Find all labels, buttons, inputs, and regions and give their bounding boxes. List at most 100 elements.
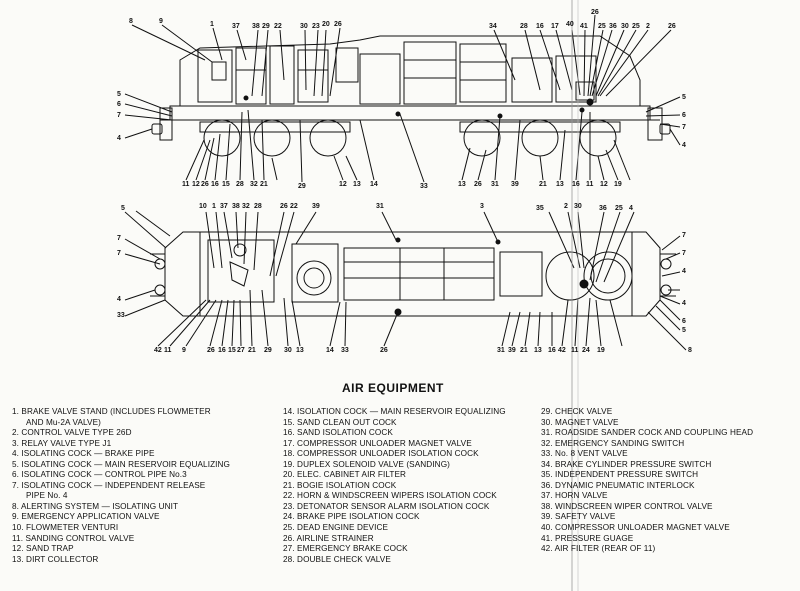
callout-number: 28 [254,203,262,210]
callout-number: 30 [574,203,582,210]
callout-number: 5 [117,91,121,98]
callout-number: 11 [571,347,579,354]
callout-number: 21 [539,181,547,188]
callout-number: 38 [232,203,240,210]
callout-number: 21 [260,181,268,188]
legend-item: 35. INDEPENDENT PRESSURE SWITCH [541,470,699,480]
legend-item: PIPE No. 4 [26,491,68,501]
callout-number: 36 [599,205,607,212]
legend-item: 1. BRAKE VALVE STAND (INCLUDES FLOWMETER [12,407,211,416]
callout-number: 37 [232,23,240,30]
callout-number: 33 [341,347,349,354]
callout-number: 2 [564,203,568,210]
callout-number: 7 [682,250,686,257]
plan-outline [164,231,661,317]
callout-number: 39 [312,203,320,210]
callout-number: 34 [489,23,497,30]
legend-item: 31. ROADSIDE SANDER COCK AND COUPLING HE… [541,428,754,438]
wheel [253,119,291,157]
callout-number: 30 [300,23,308,30]
callout-number: 16 [218,347,226,354]
legend-item: 27. EMERGENCY BRAKE COCK [283,544,408,554]
legend-item: 23. DETONATOR SENSOR ALARM ISOLATION COC… [283,501,490,511]
legend-item: 17. COMPRESSOR UNLOADER MAGNET VALVE [283,438,472,448]
callout-number: 7 [117,112,121,119]
callout-number: 19 [597,347,605,354]
callout-number: 26 [201,181,209,188]
callout-number: 13 [556,181,564,188]
legend-item: 21. BOGIE ISOLATION COCK [283,480,397,490]
legend-item: 22. HORN & WINDSCREEN WIPERS ISOLATION C… [283,491,497,501]
wheel [309,119,347,157]
callout-number: 6 [117,101,121,108]
callout-number: 7 [682,232,686,239]
legend-item: 30. MAGNET VALVE [541,417,619,427]
callout-number: 31 [376,203,384,210]
legend-item: 33. No. 8 VENT VALVE [541,449,628,459]
callout-number: 10 [199,203,207,210]
callout-number: 42 [558,347,566,354]
callout-number: 5 [682,94,686,101]
callout-number: 4 [117,296,121,303]
legend-item: 24. BRAKE PIPE ISOLATION COCK [283,512,420,522]
fan-left [545,251,595,301]
callout-number: 42 [154,347,162,354]
callout-number: 5 [682,327,686,334]
callout-number: 7 [117,235,121,242]
callout-number: 26 [380,347,388,354]
callout-number: 6 [682,318,686,325]
wheel [203,119,241,157]
callout-number: 12 [192,181,200,188]
callout-number: 12 [339,181,347,188]
legend-item: 5. ISOLATING COCK — MAIN RESERVOIR EQUAL… [12,459,231,469]
callout-number: 29 [262,23,270,30]
callout-number: 38 [252,23,260,30]
callout-number: 23 [312,23,320,30]
callout-number: 32 [250,181,258,188]
callout-number: 28 [520,23,528,30]
callout-number: 39 [508,347,516,354]
callout-number: 32 [242,203,250,210]
legend-item: 42. AIR FILTER (REAR OF 11) [541,544,656,554]
callout-number: 1 [212,203,216,210]
callout-number: 27 [237,347,245,354]
legend-item: 38. WINDSCREEN WIPER CONTROL VALVE [541,501,713,511]
legend-item: 8. ALERTING SYSTEM — ISOLATING UNIT [12,501,179,511]
callout-number: 16 [548,347,556,354]
callout-number: 25 [615,205,623,212]
callout-number: 7 [682,124,686,131]
side-elevation [124,14,681,183]
legend-item: 2. CONTROL VALVE TYPE 26D [12,428,132,438]
callout-number: 20 [322,21,330,28]
callout-number: 25 [632,23,640,30]
callout-number: 9 [182,347,186,354]
legend-item: 16. SAND ISOLATION COCK [283,428,393,438]
callout-number: 22 [274,23,282,30]
legend-item: 36. DYNAMIC PNEUMATIC INTERLOCK [541,480,695,490]
legend-item: 29. CHECK VALVE [541,407,613,416]
callout-number: 4 [682,142,686,149]
callout-number: 26 [334,21,342,28]
callout-number: 30 [621,23,629,30]
legend-item: AND Mu-2A VALVE) [26,417,102,427]
legend-title: AIR EQUIPMENT [342,381,444,395]
callout-number: 26 [591,9,599,16]
callout-number: 41 [580,23,588,30]
legend-item: 13. DIRT COLLECTOR [12,554,99,564]
wheel [579,119,617,157]
wheel [521,119,559,157]
callout-number: 12 [600,181,608,188]
legend-item: 25. DEAD ENGINE DEVICE [283,523,389,533]
legend-item: 28. DOUBLE CHECK VALVE [283,554,391,564]
callout-number: 11 [164,347,172,354]
callout-number: 5 [121,205,125,212]
callout-number: 24 [582,347,590,354]
callout-number: 7 [117,250,121,257]
callout-number: 29 [264,347,272,354]
callout-number: 26 [207,347,215,354]
callout-number: 13 [458,181,466,188]
callout-number: 35 [536,205,544,212]
legend-item: 19. DUPLEX SOLENOID VALVE (SANDING) [283,459,450,469]
